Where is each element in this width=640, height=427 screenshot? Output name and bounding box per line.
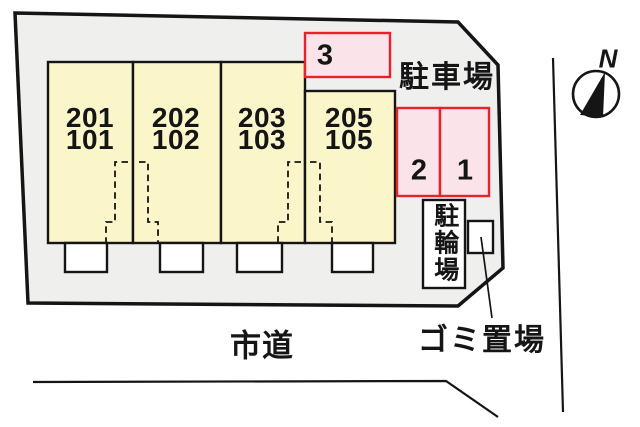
garbage-pointer-line [480, 236, 493, 319]
unit-lower-number: 103 [237, 124, 287, 155]
parking-space-3-label: 3 [316, 39, 334, 72]
garbage-area-label: ゴミ置場 [418, 324, 546, 357]
entrance-porch [235, 241, 284, 274]
road-edge-bottom [32, 379, 499, 418]
entrance-porch [63, 241, 109, 274]
unit-201-label: 201 101 [65, 102, 115, 155]
unit-lower-number: 105 [324, 124, 374, 155]
stair-dashed-outline [139, 161, 159, 242]
compass-needle-icon [580, 72, 605, 117]
entrance-porch [158, 241, 205, 274]
unit-205-label: 205 105 [324, 102, 374, 155]
north-label: N [598, 43, 618, 74]
city-road-label: 市道 [230, 328, 294, 364]
parking-space-2-label: 2 [410, 154, 428, 187]
unit-upper-number: 205 [324, 102, 374, 133]
stair-dashed-outline [277, 161, 301, 242]
road-edge-right [551, 57, 565, 413]
parking-area-label: 駐車場 [399, 61, 495, 94]
unit-upper-number: 202 [151, 102, 201, 133]
parking-space-1-box [438, 106, 491, 198]
parking-space-2-box [395, 106, 442, 198]
stair-dashed-outline [105, 161, 128, 242]
garbage-box [466, 219, 495, 255]
unit-lower-number: 101 [65, 124, 115, 155]
unit-202-label: 202 102 [151, 102, 201, 155]
unit-lower-number: 102 [151, 124, 201, 155]
stair-dashed-outline [310, 161, 333, 242]
bicycle-parking-box [421, 198, 467, 290]
unit-203-label: 203 103 [237, 102, 287, 155]
unit-upper-number: 201 [65, 102, 115, 133]
unit-upper-number: 203 [237, 102, 287, 133]
entrance-porch [330, 241, 375, 274]
parking-space-3-box [303, 31, 392, 79]
parking-space-1-label: 1 [456, 154, 474, 187]
unit-outline-203 [219, 60, 307, 245]
bicycle-parking-label: 駐輪場 [430, 202, 459, 284]
